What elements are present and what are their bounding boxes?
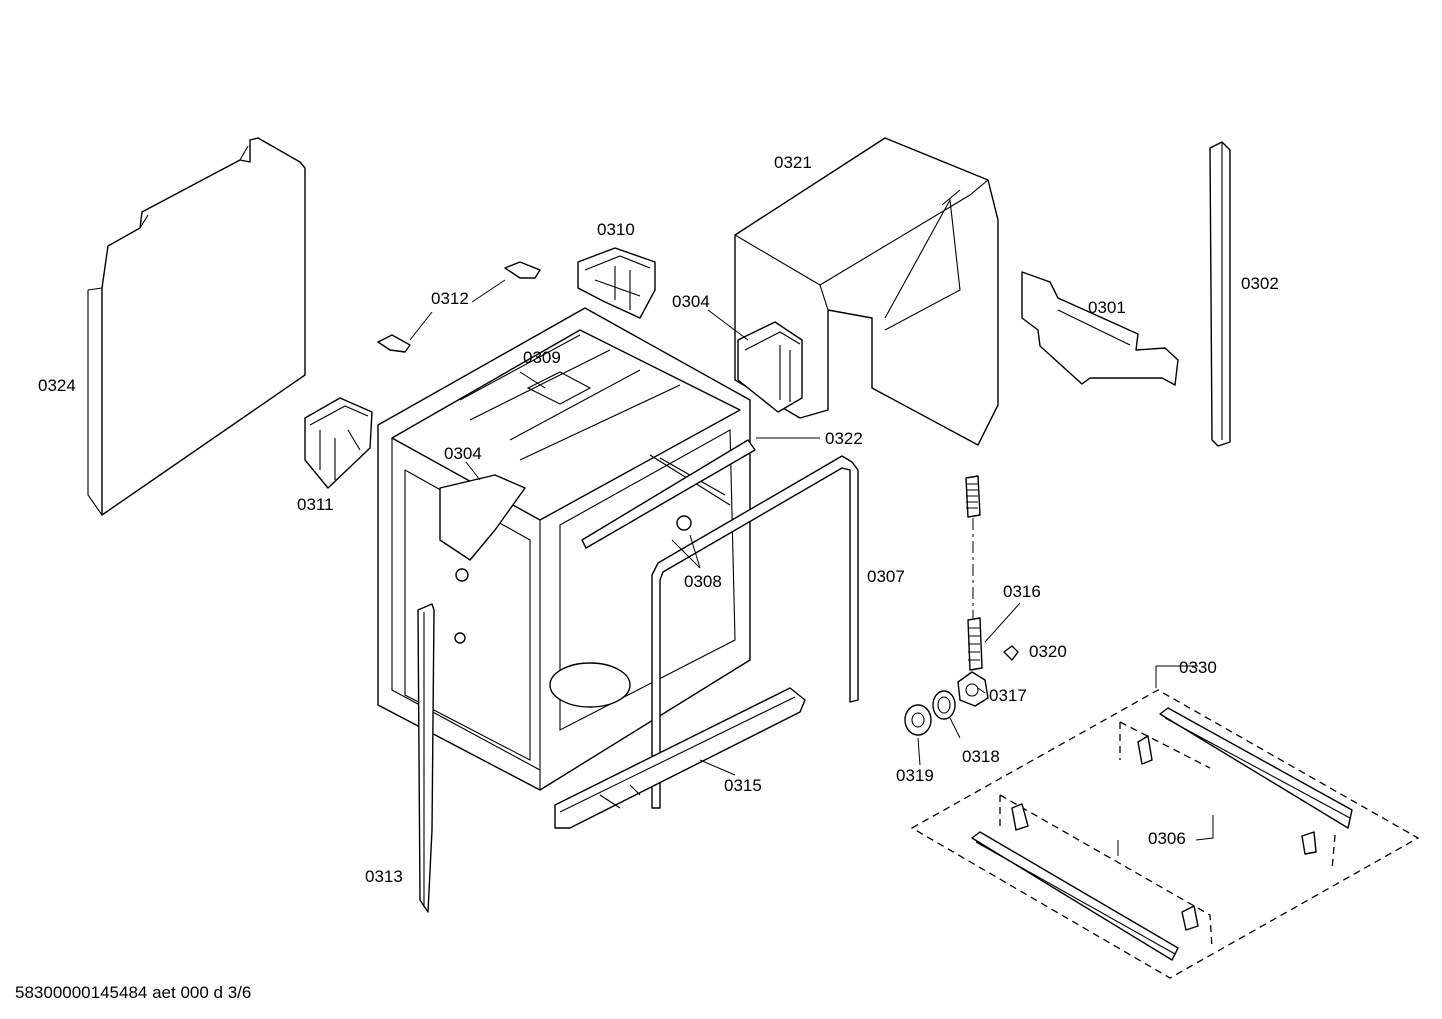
label-0311: 0311 — [297, 495, 334, 514]
label-0315: 0315 — [724, 776, 762, 795]
label-0302: 0302 — [1241, 274, 1279, 293]
part-0316-hose — [965, 475, 983, 671]
part-0318-ring — [932, 690, 956, 720]
label-0309: 0309 — [523, 348, 561, 367]
label-0321: 0321 — [774, 153, 812, 172]
leader-lines — [409, 279, 1214, 856]
label-0313: 0313 — [365, 867, 403, 886]
part-0313-side-strip — [417, 603, 435, 913]
label-0317: 0317 — [989, 686, 1027, 705]
label-0308: 0308 — [684, 572, 722, 591]
part-0311-connector — [304, 397, 373, 489]
label-0316: 0316 — [1003, 582, 1041, 601]
part-0302-side-strip — [1209, 141, 1231, 447]
document-id-footer: 58300000145484 aet 000 d 3/6 — [15, 983, 252, 1002]
label-0320: 0320 — [1029, 642, 1067, 661]
label-0306: 0306 — [1148, 829, 1186, 848]
label-0304-lower: 0304 — [444, 444, 482, 463]
part-0304-upper-connector — [737, 321, 803, 413]
label-0318: 0318 — [962, 747, 1000, 766]
label-0322: 0322 — [825, 429, 863, 448]
part-0315-bottom-strip — [554, 687, 806, 829]
part-0319-nut — [904, 704, 932, 736]
label-0304-upper: 0304 — [672, 292, 710, 311]
part-0301-bracket — [1021, 271, 1179, 386]
part-0317-valve — [957, 671, 989, 707]
label-0324: 0324 — [38, 376, 76, 395]
part-0310-connector — [577, 247, 656, 319]
label-0310: 0310 — [597, 220, 635, 239]
part-0324-side-panel — [87, 137, 306, 516]
part-0330-rail-kit — [910, 689, 1420, 979]
part-0320-screw — [1003, 645, 1019, 661]
label-0307: 0307 — [867, 567, 905, 586]
part-0312-clips — [377, 261, 541, 353]
label-0312: 0312 — [431, 289, 469, 308]
part-0307-door-seal — [651, 455, 859, 809]
label-0319: 0319 — [896, 766, 934, 785]
label-0330: 0330 — [1179, 658, 1217, 677]
label-0301: 0301 — [1088, 298, 1126, 317]
